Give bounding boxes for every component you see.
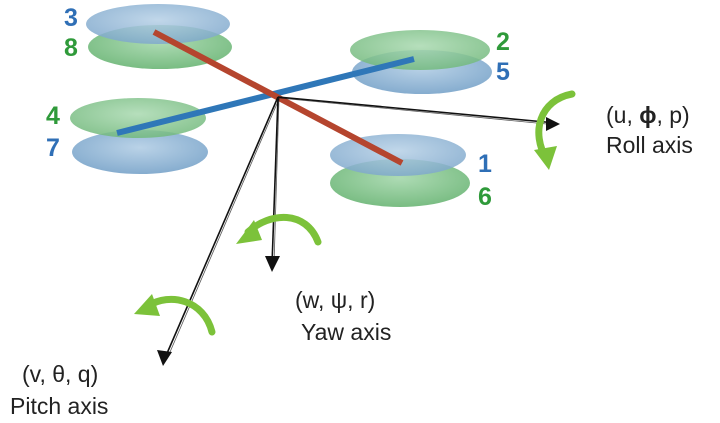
motor-label-4: 4 (46, 102, 60, 130)
rotor-pair-2-5 (350, 30, 492, 94)
pitch-rotation-arrow-icon (134, 294, 216, 336)
motor-label-6: 6 (478, 183, 492, 211)
motor-label-2: 2 (496, 28, 510, 56)
motor-label-7: 7 (46, 134, 60, 162)
yaw-rotation-arrow-icon (236, 214, 322, 246)
motor-label-5: 5 (496, 58, 510, 86)
propeller-1 (330, 134, 466, 176)
motor-label-3: 3 (64, 4, 78, 32)
motor-label-1: 1 (478, 150, 492, 178)
motor-label-8: 8 (64, 34, 78, 62)
frame-arm-blue (116, 56, 415, 136)
pitch-axis-name: Pitch axis (10, 393, 108, 419)
yaw-axis-line (265, 96, 280, 272)
rotor-pair-1-6 (330, 134, 470, 207)
roll-axis-line (277, 96, 560, 131)
roll-axis-name: Roll axis (606, 132, 693, 158)
roll-rotation-arrow-icon (534, 90, 576, 170)
propeller-4 (70, 98, 206, 138)
pitch-axis-vars: (v, θ, q) (22, 361, 98, 387)
propeller-2 (350, 30, 490, 70)
yaw-axis-name: Yaw axis (301, 319, 391, 345)
yaw-axis-vars: (w, ψ, r) (295, 287, 375, 313)
roll-axis-vars: (u, ϕ, p) (606, 102, 690, 128)
propeller-7 (72, 130, 208, 174)
rotor-pair-4-7 (70, 98, 208, 174)
pitch-axis-line (157, 96, 280, 366)
propeller-3 (86, 4, 230, 44)
rotor-pair-3-8 (86, 4, 232, 69)
